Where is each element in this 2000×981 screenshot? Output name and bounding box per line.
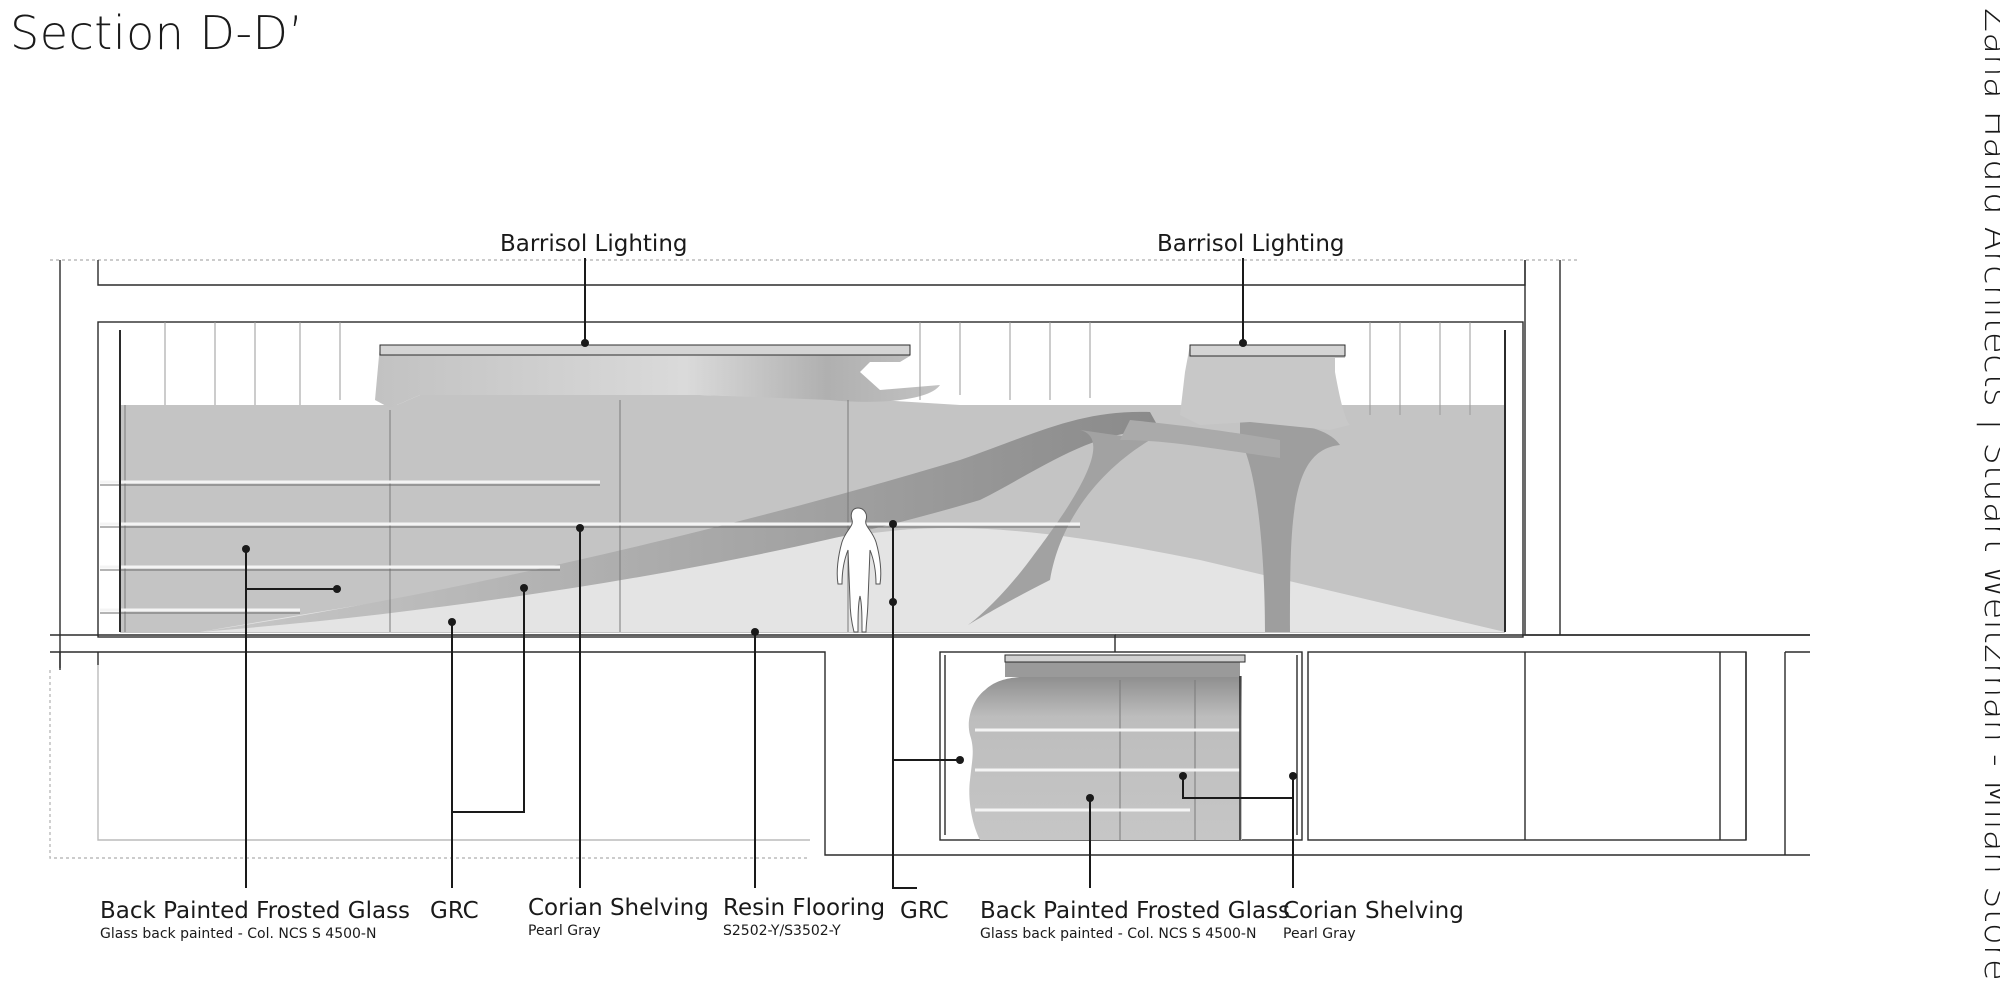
upper-floor-interior: [100, 322, 1506, 633]
callout-back-painted-glass-left: Back Painted Frosted Glass Glass back pa…: [100, 898, 411, 942]
lower-shop-interior: [968, 654, 1246, 840]
callout-barrisol-lighting-right: Barrisol Lighting: [1157, 231, 1345, 257]
drawing-title: Section D-D’: [10, 6, 304, 60]
callout-label: Back Painted Frosted Glass: [100, 898, 411, 924]
callout-back-painted-glass-right: Back Painted Frosted Glass Glass back pa…: [980, 898, 1291, 942]
callout-grc-right: GRC: [900, 900, 949, 923]
callout-sub: S2502-Y/S3502-Y: [723, 923, 841, 939]
callout-grc-left: GRC: [430, 900, 479, 923]
callout-sub: Pearl Gray: [528, 923, 601, 939]
callout-label: Corian Shelving: [1283, 898, 1464, 924]
building-structure: [49, 259, 1810, 859]
callout-label: Corian Shelving: [528, 895, 709, 921]
section-drawing: [49, 258, 1810, 889]
callout-corian-shelving-right: Corian Shelving Pearl Gray: [1283, 898, 1464, 942]
callout-barrisol-lighting-left: Barrisol Lighting: [500, 231, 688, 257]
callout-corian-shelving-left: Corian Shelving Pearl Gray: [528, 895, 709, 939]
callout-sub: Pearl Gray: [1283, 926, 1356, 942]
callout-label: Resin Flooring: [723, 895, 886, 921]
callout-sub: Glass back painted - Col. NCS S 4500-N: [100, 926, 377, 942]
leader-lines: [245, 258, 1294, 889]
leader-dots: [242, 339, 1297, 802]
callout-label: Back Painted Frosted Glass: [980, 898, 1291, 924]
callout-label: GRC: [900, 898, 949, 924]
callout-label: GRC: [430, 898, 479, 924]
callout-sub: Glass back painted - Col. NCS S 4500-N: [980, 926, 1257, 942]
callout-resin-flooring: Resin Flooring S2502-Y/S3502-Y: [723, 895, 886, 939]
project-credit: Zaha Hadid Architects | Stuart Weitzman …: [1976, 8, 2000, 981]
